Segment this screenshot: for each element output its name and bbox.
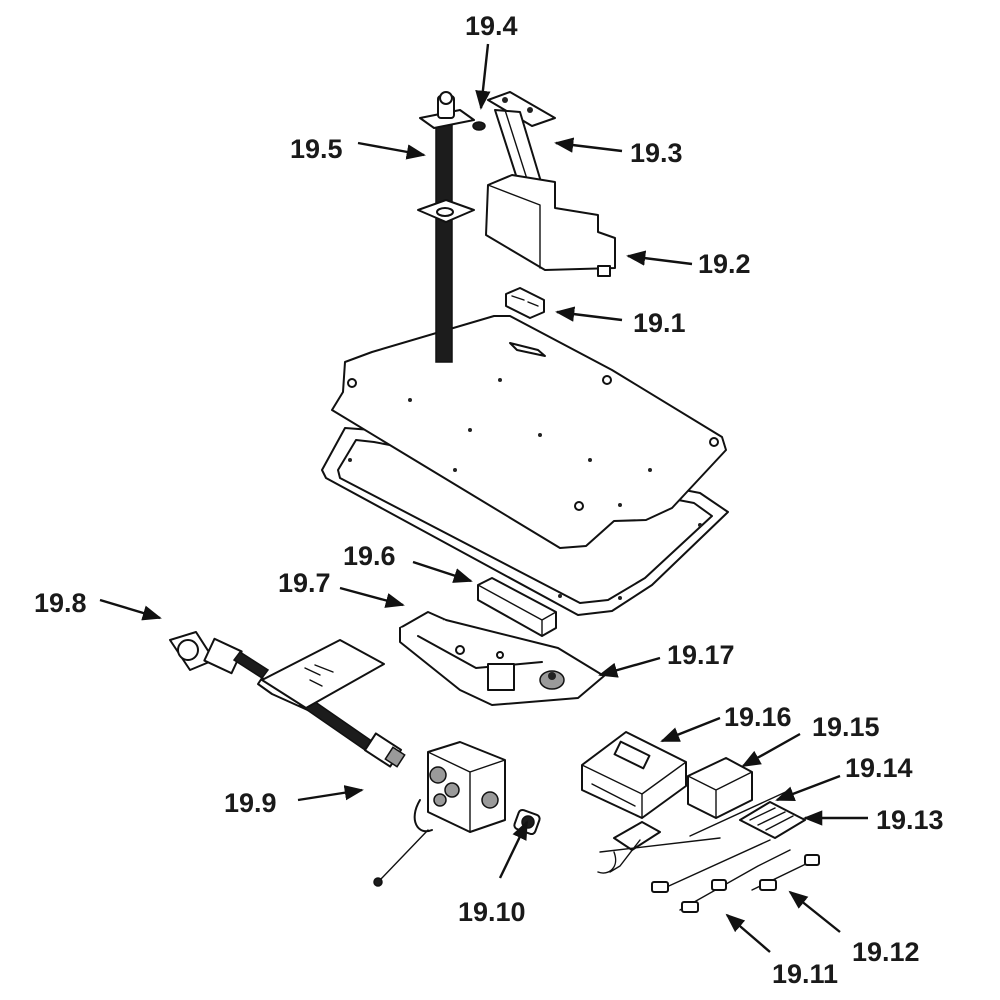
mounting-plate-part xyxy=(331,315,727,549)
callout-label-19-7: 19.7 xyxy=(278,568,331,598)
callout-label-19-2: 19.2 xyxy=(698,249,751,279)
gas-valve-part xyxy=(373,741,506,887)
control-module-part xyxy=(581,731,687,819)
bracket-plate-part xyxy=(399,611,605,706)
wire-cable-part xyxy=(651,839,820,913)
housing-part xyxy=(485,174,616,277)
callout-label-19-16: 19.16 xyxy=(724,702,792,732)
callout-arrows xyxy=(99,43,868,953)
connector-block-part xyxy=(505,287,545,319)
callout-label-19-5: 19.5 xyxy=(290,134,343,164)
manual-sheet-part xyxy=(261,639,385,709)
callout-label-19-6: 19.6 xyxy=(343,541,396,571)
callout-label-19-8: 19.8 xyxy=(34,588,87,618)
hose-part xyxy=(169,631,406,768)
rail-part xyxy=(477,577,557,637)
vertical-rod-part xyxy=(417,91,475,363)
callout-label-19-11: 19.11 xyxy=(772,959,838,989)
callout-label-19-3: 19.3 xyxy=(630,138,683,168)
callout-label-19-12: 19.12 xyxy=(852,937,920,967)
callout-label-19-4: 19.4 xyxy=(465,11,518,41)
callout-labels: 19.1 19.2 19.3 19.4 19.5 19.6 19.7 19.8 … xyxy=(34,11,944,989)
callout-label-19-13: 19.13 xyxy=(876,805,944,835)
callout-label-19-1: 19.1 xyxy=(633,308,686,338)
callout-label-19-15: 19.15 xyxy=(812,712,880,742)
callout-label-19-10: 19.10 xyxy=(458,897,526,927)
callout-label-19-9: 19.9 xyxy=(224,788,277,818)
module-box-part xyxy=(687,757,753,819)
callout-label-19-14: 19.14 xyxy=(845,753,913,783)
nut-part xyxy=(472,121,486,131)
callout-label-19-17: 19.17 xyxy=(667,640,735,670)
